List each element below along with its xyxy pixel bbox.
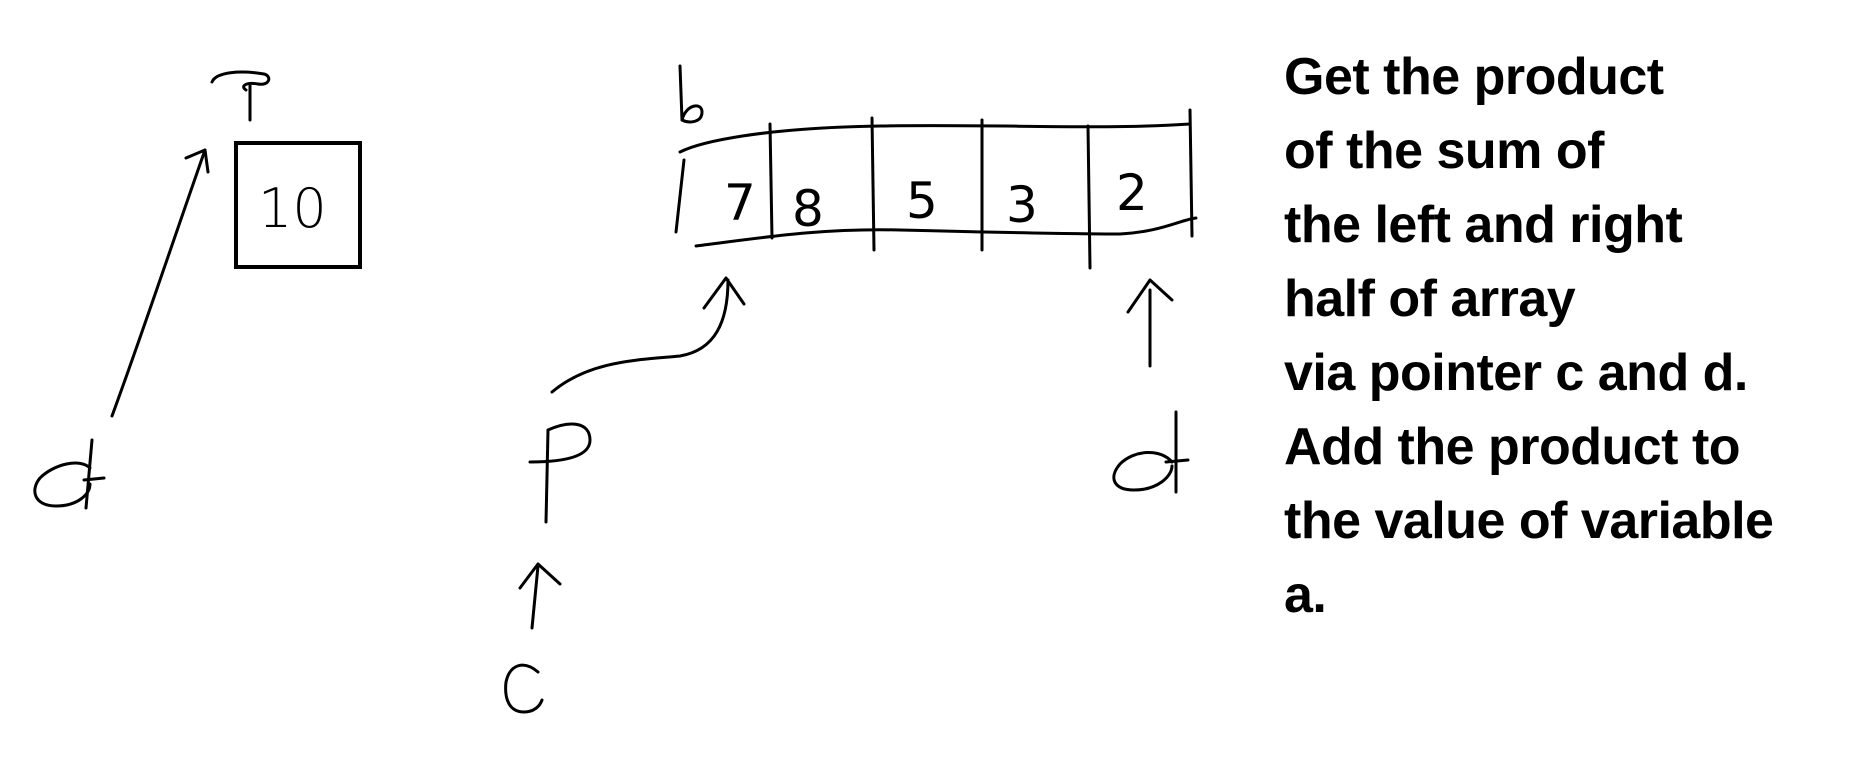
- array-b: 7 8 5 3 2: [674, 64, 1198, 270]
- array-b-cell: 3: [1006, 176, 1038, 234]
- pointer-c-glyph: [504, 663, 544, 714]
- pointer-c: [504, 562, 562, 714]
- variable-a-label-glyph: [210, 70, 271, 122]
- array-b-bottom-edge: [694, 216, 1198, 248]
- pointer-d-to-a-glyph: [33, 438, 106, 510]
- instruction-line: via pointer c and d.: [1284, 344, 1748, 402]
- pointer-p-arrow-shaft: [550, 278, 730, 394]
- pointer-p-glyph: [528, 422, 592, 524]
- array-b-cell: 7: [724, 174, 756, 232]
- array-b-label-glyph: [678, 64, 704, 124]
- instruction-line: Add the product to: [1284, 418, 1741, 476]
- pointer-d-right-arrowhead: [1126, 278, 1174, 314]
- array-b-top-edge: [678, 122, 1192, 154]
- instruction-line: a.: [1284, 566, 1327, 624]
- array-b-divider: [870, 116, 876, 252]
- variable-a-box: [234, 141, 362, 269]
- instruction-line: Get the product: [1284, 48, 1664, 106]
- array-b-cell: 2: [1116, 164, 1148, 222]
- instruction-line: of the sum of: [1284, 122, 1604, 180]
- array-b-divider: [1086, 124, 1092, 270]
- pointer-d-right: [1112, 278, 1190, 494]
- instruction-line: the left and right: [1284, 196, 1683, 254]
- array-b-left-edge: [674, 158, 686, 234]
- instruction-line: half of array: [1284, 270, 1576, 328]
- variable-a: 10: [210, 70, 362, 269]
- pointer-p: [528, 276, 746, 524]
- task-instructions: Get the product of the sum of the left a…: [1284, 40, 1844, 632]
- array-b-cell: 8: [792, 180, 824, 238]
- variable-a-value: 10: [258, 177, 327, 240]
- pointer-c-arrowhead: [518, 562, 562, 590]
- pointer-p-arrowhead: [702, 276, 746, 310]
- array-b-cell: 5: [906, 172, 938, 230]
- array-b-right-edge: [1188, 108, 1194, 238]
- instruction-line: the value of variable: [1284, 492, 1774, 550]
- pointer-d-to-a-arrowhead: [184, 148, 210, 174]
- array-b-divider: [768, 122, 774, 240]
- pointer-c-arrow-shaft: [530, 564, 540, 630]
- pointer-d-right-glyph: [1112, 410, 1190, 494]
- pointer-d-to-a-arrow-shaft: [110, 148, 207, 418]
- pointer-d-to-a: [33, 148, 210, 510]
